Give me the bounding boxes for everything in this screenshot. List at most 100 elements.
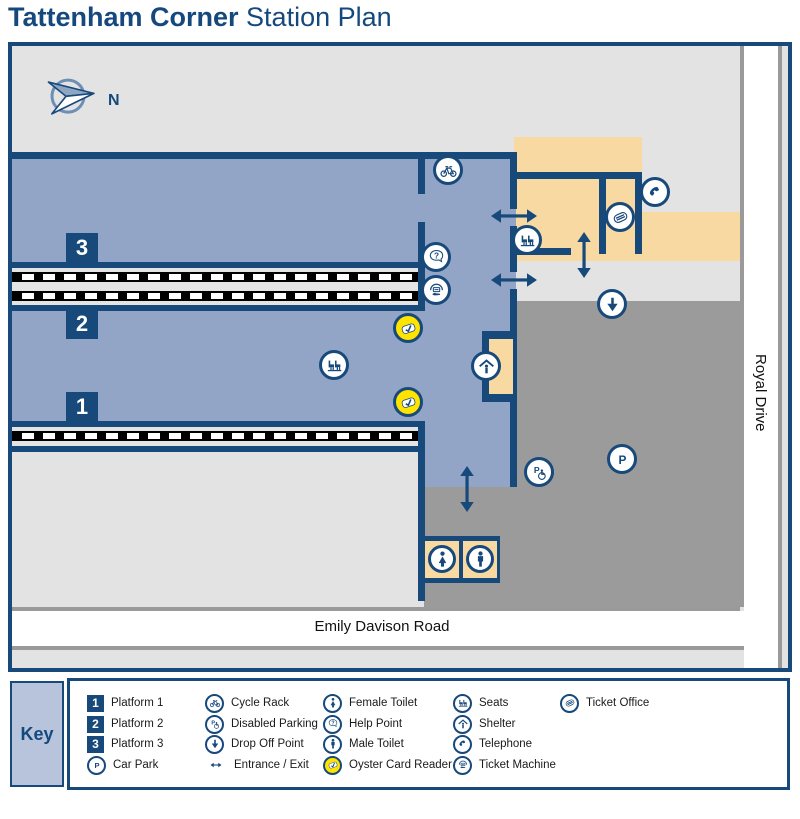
male-toilet-key-icon [323,734,342,754]
platform-2-edge [12,305,425,311]
station-map: 3 2 1 N Emily [8,42,792,672]
ticket-machine-icon [421,275,451,305]
key-label: Help Point [349,718,403,730]
key-panel [67,678,790,790]
key-item-shelter: Shelter [453,714,515,734]
female-toilet-key-icon [323,693,342,713]
key-item-ticket-machine: Ticket Machine [453,755,556,775]
oyster-card-reader-icon-2 [393,387,423,417]
track-end-cap-lower [418,421,425,452]
track-2 [12,291,425,301]
platform-3-key-badge: 3 [87,735,104,753]
key-label: Seats [479,697,509,709]
key-label: Female Toilet [349,697,418,709]
disabled-parking-icon [524,457,554,487]
key-label: Cycle Rack [231,697,290,709]
royal-drive-right-edge [778,46,782,668]
key-label: Platform 3 [111,738,164,750]
cycle-rack-icon [433,155,463,185]
key-label: Ticket Machine [479,759,556,771]
emily-davison-road-bottom-edge [12,646,744,650]
shelter-icon [471,351,501,381]
key-label: Oyster Card Reader [349,759,452,771]
help-point-key-icon [323,714,342,734]
royal-drive-left-edge [740,46,744,607]
concourse-east-wall-1 [510,159,517,209]
telephone-icon [640,177,670,207]
ticket-office-east-wall [635,172,642,254]
ticket-office-west-wall [599,172,606,254]
entrance-exit-arrow-south [459,466,475,512]
key-item-entrance-exit: Entrance / Exit [205,755,309,775]
male-toilet-icon [466,545,494,573]
key-item-platform-3: 3 Platform 3 [87,734,163,754]
key-title-box: Key [10,681,64,787]
platform-2-key-badge: 2 [87,715,104,733]
help-point-icon [421,242,451,272]
platform-1-badge: 1 [66,392,98,422]
key-label: Disabled Parking [231,718,318,730]
car-park-icon [607,444,637,474]
compass-icon [47,78,95,115]
seats-icon-building [512,225,542,255]
key-label: Entrance / Exit [234,759,309,771]
key-label: Telephone [479,738,533,750]
station-building-wing [642,212,740,261]
platform-1-edge [12,421,425,427]
ticket-office-key-icon [560,693,579,713]
key-item-platform-1: 1 Platform 1 [87,693,163,713]
disabled-parking-key-icon [205,714,224,734]
track-3 [12,272,425,282]
key-item-drop-off-point: Drop Off Point [205,734,304,754]
oyster-card-reader-icon-1 [393,313,423,343]
platform-3-badge: 3 [66,233,98,263]
key-item-disabled-parking: Disabled Parking [205,714,318,734]
shelter-south-wall [482,394,517,402]
entrance-exit-arrow-building [576,232,592,278]
cycle-rack-key-icon [205,693,224,713]
page-title: Tattenham Corner Station Plan [8,2,392,33]
drop-off-point-key-icon [205,734,224,754]
platform-2-badge: 2 [66,309,98,339]
seats-key-icon [453,693,472,713]
emily-davison-road [12,611,744,646]
key-label: Ticket Office [586,697,650,709]
key-item-seats: Seats [453,693,508,713]
key-item-car-park: Car Park [87,755,158,775]
north-wall [12,152,517,159]
shelter-key-icon [453,714,472,734]
platform-3-edge [12,262,425,268]
building-south-wall [516,248,571,255]
oyster-card-reader-key-icon [323,755,342,775]
key-label: Platform 2 [111,718,164,730]
concourse-west-wall-2 [418,222,425,262]
car-park-key-icon [87,755,106,775]
shelter-west-stub-top [482,331,489,353]
key-item-platform-2: 2 Platform 2 [87,714,163,734]
key-label: Male Toilet [349,738,404,750]
track-1-south-edge [12,446,425,452]
emily-davison-road-top-edge [12,607,740,611]
shelter-west-stub-bottom [482,380,489,402]
concourse-east-wall-2 [510,226,517,272]
key-title: Key [20,723,54,744]
entrance-exit-key-icon [205,759,227,771]
title-suffix: Station Plan [246,2,392,32]
concourse-west-wall-1 [418,159,425,194]
key-label: Drop Off Point [231,738,304,750]
key-item-ticket-office: Ticket Office [560,693,649,713]
key-label: Platform 1 [111,697,164,709]
entrance-exit-arrow-upper [491,208,537,224]
royal-drive-road [744,46,778,668]
ticket-office-icon [605,202,635,232]
telephone-key-icon [453,734,472,754]
entrance-exit-arrow-lower [491,272,537,288]
platform-1-key-badge: 1 [87,694,104,712]
seats-icon-platform [319,350,349,380]
key-item-cycle-rack: Cycle Rack [205,693,289,713]
ticket-machine-key-icon [453,755,472,775]
concourse-east-wall-3 [510,289,517,487]
key-item-help-point: Help Point [323,714,402,734]
royal-drive-label: Royal Drive [752,354,769,432]
